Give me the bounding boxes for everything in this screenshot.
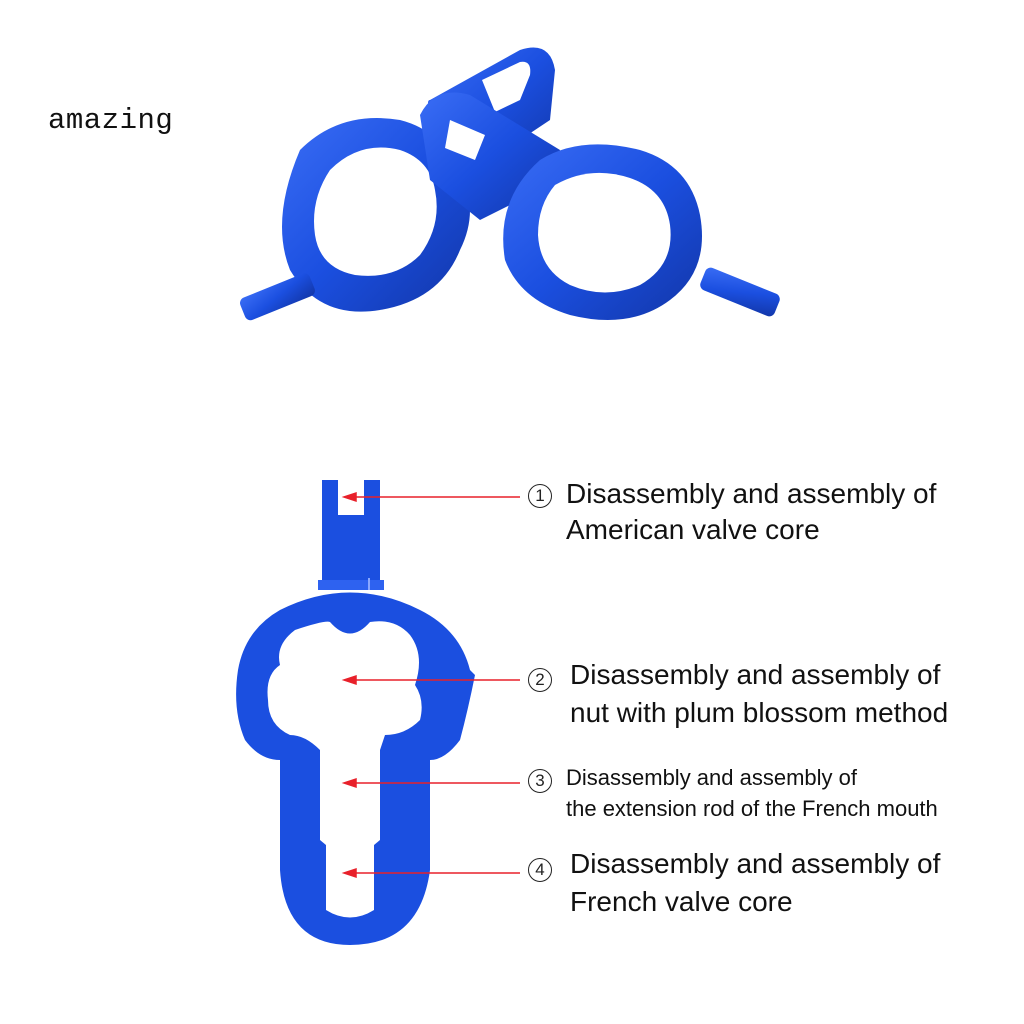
number-badge: 3 [528,769,552,793]
valve-wrench-pair-photo-icon [240,47,780,321]
brand-watermark: amazing [48,104,174,137]
number-badge: 4 [528,858,552,882]
valve-wrench-diagram-icon [236,480,475,945]
number-badge: 2 [528,668,552,692]
number-badge: 1 [528,484,552,508]
